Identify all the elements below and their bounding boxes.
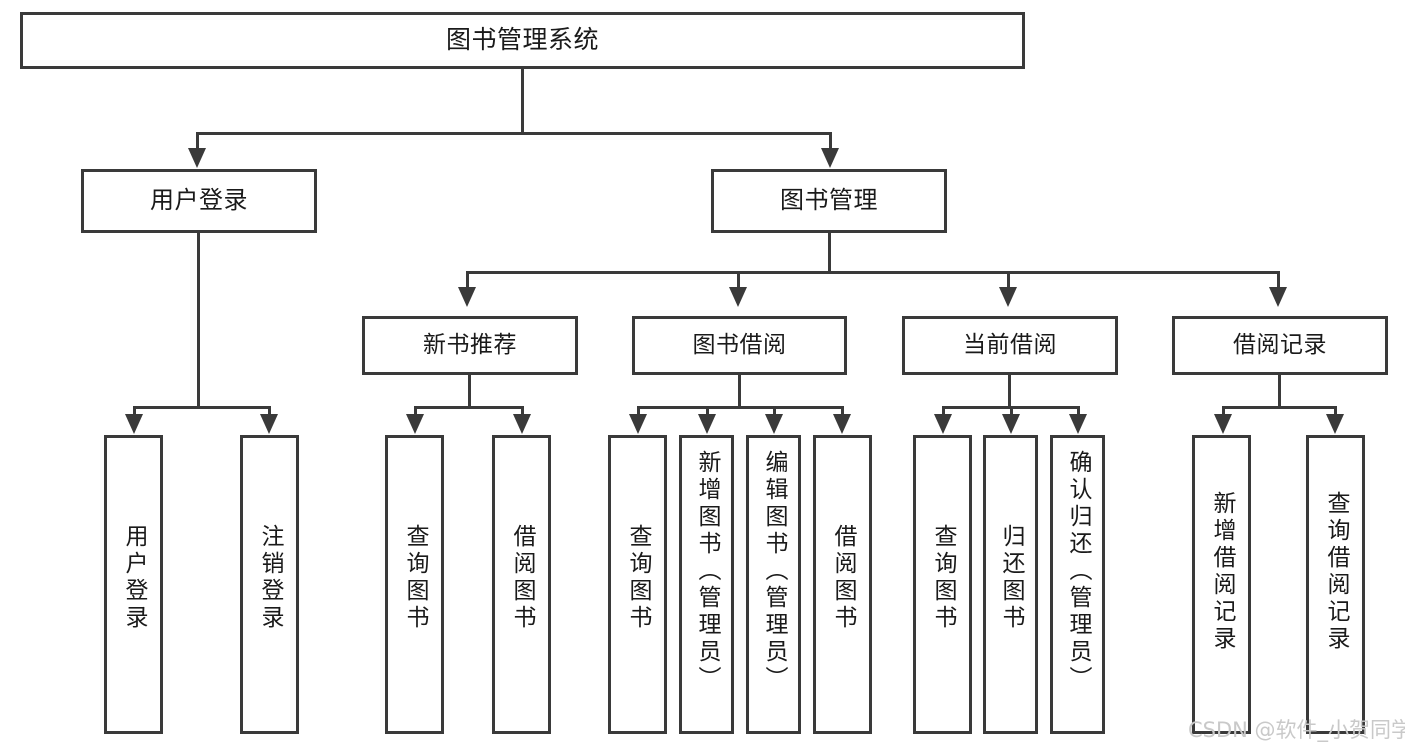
- arrowhead-record-leaf-1: [1214, 414, 1232, 434]
- arrowhead-login-leaf-2: [260, 414, 278, 434]
- node-label: 编辑图书（管理员）: [761, 450, 787, 693]
- node-label: 新增借阅记录: [1209, 491, 1235, 653]
- arrowhead-current-leaf-2: [1002, 414, 1020, 434]
- arrowhead-login-leaf-1: [125, 414, 143, 434]
- node-label: 查询借阅记录: [1323, 491, 1349, 653]
- node-label: 图书借阅: [692, 332, 787, 359]
- leaf-borrow-borrow-book[interactable]: 借阅图书: [813, 435, 872, 734]
- node-book-borrow[interactable]: 图书借阅: [632, 316, 847, 375]
- connector-login-to-leaf1: [133, 406, 136, 415]
- connector-bookmgr-stem: [828, 233, 831, 273]
- connector-login-bar: [133, 406, 271, 409]
- node-label: 借阅图书: [509, 524, 535, 632]
- node-label: 归还图书: [998, 524, 1024, 632]
- node-label: 借阅图书: [830, 524, 856, 632]
- connector-borrow-to-l1: [637, 406, 640, 415]
- node-label: 查询图书: [930, 524, 956, 632]
- leaf-newbook-query-book[interactable]: 查询图书: [385, 435, 444, 734]
- node-label: 查询图书: [402, 524, 428, 632]
- node-book-management[interactable]: 图书管理: [711, 169, 947, 233]
- connector-bookmgr-to-n3: [1007, 271, 1010, 287]
- connector-borrow-bar: [637, 406, 844, 409]
- arrowhead-newbook-leaf-1: [406, 414, 424, 434]
- arrowhead-to-borrow-record: [1269, 287, 1287, 307]
- node-label: 确认归还（管理员）: [1065, 450, 1091, 693]
- arrowhead-current-leaf-1: [934, 414, 952, 434]
- connector-record-to-l1: [1222, 406, 1225, 415]
- arrowhead-current-leaf-3: [1069, 414, 1087, 434]
- csdn-watermark: CSDN @软件_小贺同学: [1188, 718, 1405, 742]
- connector-current-to-l1: [942, 406, 945, 415]
- connector-borrow-to-l4: [841, 406, 844, 415]
- leaf-newbook-borrow-book[interactable]: 借阅图书: [492, 435, 551, 734]
- node-label: 查询图书: [625, 524, 651, 632]
- connector-newbook-stem: [468, 375, 471, 406]
- leaf-record-query-record[interactable]: 查询借阅记录: [1306, 435, 1365, 734]
- connector-record-to-l2: [1334, 406, 1337, 415]
- node-label: 用户登录: [150, 186, 248, 215]
- connector-borrow-to-l3: [773, 406, 776, 415]
- connector-current-to-l3: [1077, 406, 1080, 415]
- connector-record-stem: [1278, 375, 1281, 406]
- node-label: 用户登录: [121, 524, 147, 632]
- connector-bookmgr-to-n1: [466, 271, 469, 287]
- node-label: 图书管理系统: [445, 25, 599, 55]
- connector-root-stem: [521, 69, 524, 132]
- leaf-borrow-add-book-admin[interactable]: 新增图书（管理员）: [679, 435, 734, 734]
- connector-borrow-stem: [738, 375, 741, 406]
- connector-newbook-to-l1: [414, 406, 417, 415]
- leaf-user-login-logout[interactable]: 注销登录: [240, 435, 299, 734]
- connector-record-bar: [1222, 406, 1337, 409]
- node-label: 新书推荐: [423, 332, 517, 359]
- node-label: 新增图书（管理员）: [694, 450, 720, 693]
- arrowhead-record-leaf-2: [1326, 414, 1344, 434]
- node-root-system[interactable]: 图书管理系统: [20, 12, 1025, 69]
- arrowhead-newbook-leaf-2: [513, 414, 531, 434]
- node-label: 图书管理: [780, 186, 878, 215]
- arrowhead-borrow-leaf-4: [833, 414, 851, 434]
- connector-root-bar: [196, 132, 832, 135]
- connector-bookmgr-to-n4: [1277, 271, 1280, 287]
- node-label: 当前借阅: [963, 332, 1057, 359]
- connector-bookmgr-bar: [466, 271, 1278, 274]
- node-current-borrow[interactable]: 当前借阅: [902, 316, 1118, 375]
- leaf-current-confirm-return-admin[interactable]: 确认归还（管理员）: [1050, 435, 1105, 734]
- leaf-user-login-login[interactable]: 用户登录: [104, 435, 163, 734]
- node-user-login[interactable]: 用户登录: [81, 169, 317, 233]
- arrowhead-borrow-leaf-2: [698, 414, 716, 434]
- connector-login-to-leaf2: [268, 406, 271, 415]
- leaf-current-return-book[interactable]: 归还图书: [983, 435, 1038, 734]
- leaf-borrow-edit-book-admin[interactable]: 编辑图书（管理员）: [746, 435, 801, 734]
- arrowhead-to-new-book: [458, 287, 476, 307]
- connector-current-to-l2: [1010, 406, 1013, 415]
- connector-borrow-to-l2: [706, 406, 709, 415]
- connector-bookmgr-to-n2: [737, 271, 740, 287]
- arrowhead-borrow-leaf-1: [629, 414, 647, 434]
- node-borrow-record[interactable]: 借阅记录: [1172, 316, 1388, 375]
- arrowhead-borrow-leaf-3: [765, 414, 783, 434]
- arrowhead-to-book-management: [821, 148, 839, 168]
- connector-root-to-bookmgr: [829, 132, 832, 148]
- connector-root-to-login: [196, 132, 199, 148]
- leaf-borrow-query-book[interactable]: 查询图书: [608, 435, 667, 734]
- connector-newbook-to-l2: [521, 406, 524, 415]
- arrowhead-to-user-login: [188, 148, 206, 168]
- leaf-current-query-book[interactable]: 查询图书: [913, 435, 972, 734]
- node-label: 借阅记录: [1233, 332, 1327, 359]
- node-label: 注销登录: [257, 524, 283, 632]
- connector-newbook-bar: [414, 406, 524, 409]
- arrowhead-to-book-borrow: [729, 287, 747, 307]
- arrowhead-to-current-borrow: [999, 287, 1017, 307]
- connector-login-stem: [197, 233, 200, 406]
- node-new-book-recommend[interactable]: 新书推荐: [362, 316, 578, 375]
- connector-current-stem: [1008, 375, 1011, 406]
- leaf-record-add-record[interactable]: 新增借阅记录: [1192, 435, 1251, 734]
